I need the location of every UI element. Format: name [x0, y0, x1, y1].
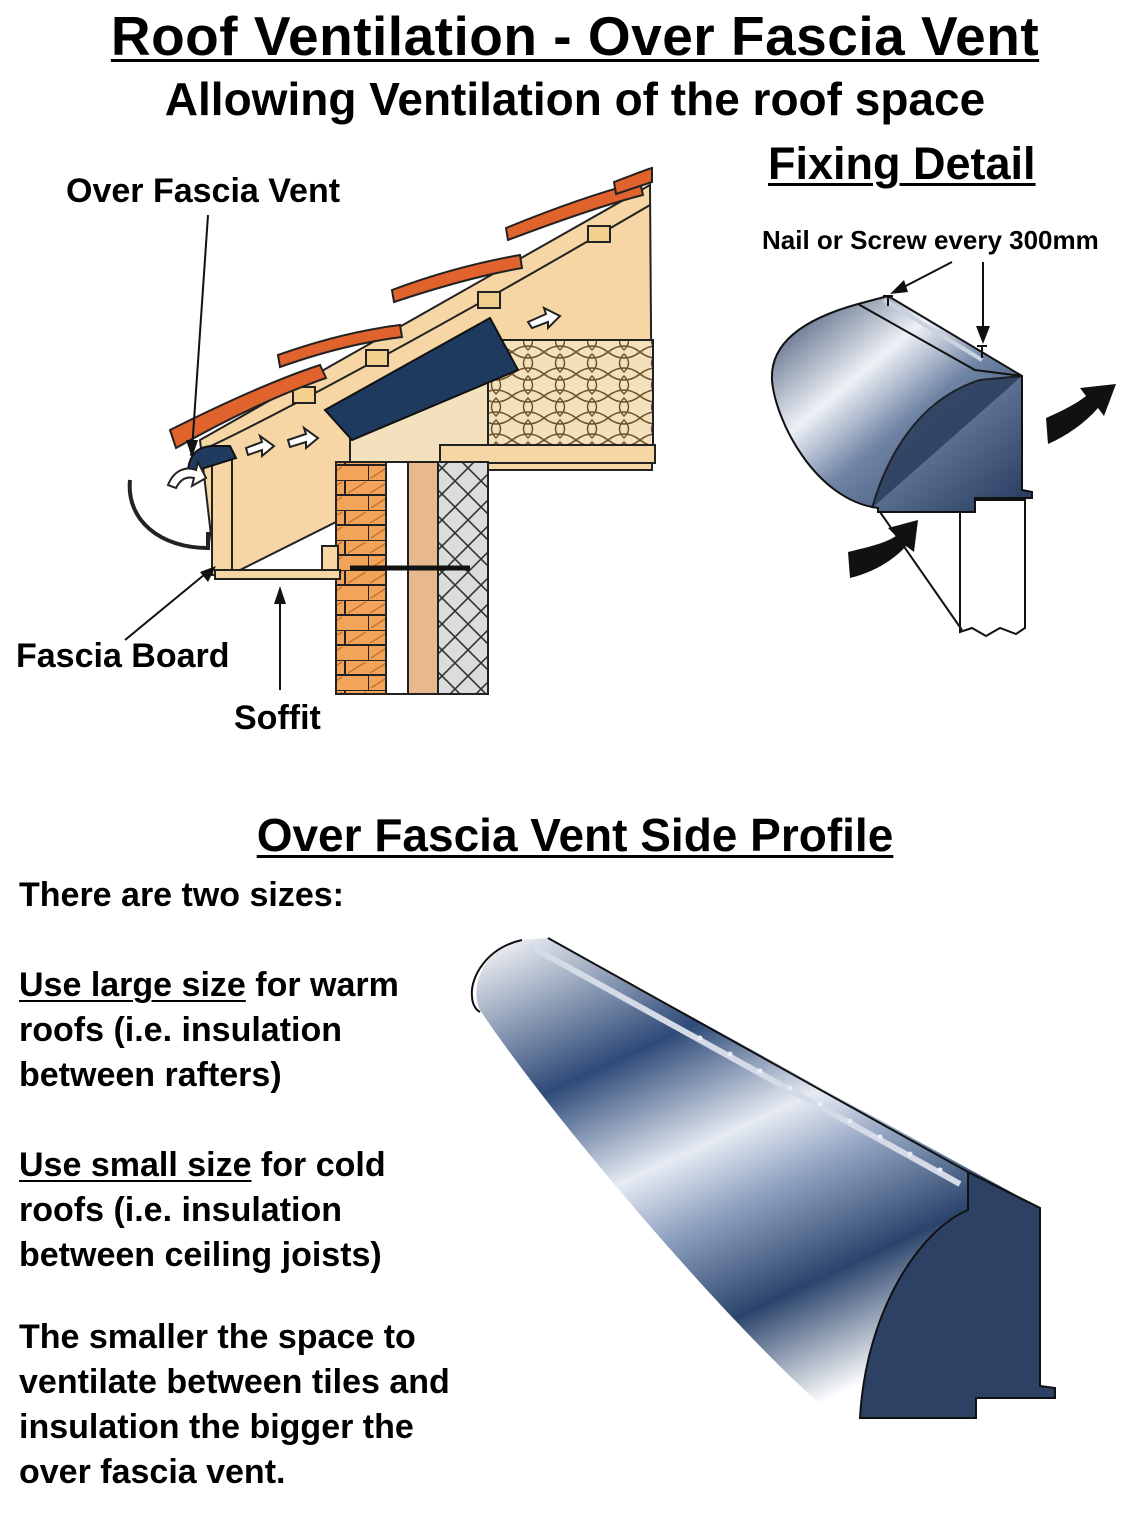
nail-icon [883, 295, 987, 358]
airflow-arrow-icon [166, 306, 562, 490]
side-profile-heading: Over Fascia Vent Side Profile [256, 809, 894, 861]
small-size-text: Use small size for cold roofs (i.e. insu… [19, 1143, 386, 1278]
label-nail-or-screw: Nail or Screw every 300mm [762, 225, 1099, 255]
sizing-note-line: The smaller the space to [19, 1318, 416, 1356]
large-size-rest: for warm [245, 966, 399, 1004]
fascia-leader [124, 569, 211, 641]
inner-leaf [407, 461, 439, 695]
small-size-lead: Use small size [19, 1146, 252, 1184]
small-size-line: between ceiling joists) [19, 1236, 382, 1274]
gutter [127, 479, 210, 551]
eaves-vent-tray [323, 316, 520, 442]
airflow-arrow-icon [1046, 384, 1116, 444]
large-size-line: roofs (i.e. insulation [19, 1011, 343, 1049]
vent-perforations [697, 1035, 943, 1173]
vent-leader [191, 214, 209, 451]
fixing-detail-diagram [770, 261, 1116, 638]
sizing-note-line: over fascia vent. [19, 1453, 286, 1491]
sizing-note-line: ventilate between tiles and [19, 1363, 450, 1401]
sizing-note-line: insulation the bigger the [19, 1408, 414, 1446]
block-wall [437, 461, 489, 695]
small-size-line: roofs (i.e. insulation [19, 1191, 343, 1229]
fascia-timber [959, 499, 1026, 638]
page-title: Roof Ventilation - Over Fascia Vent [110, 5, 1040, 67]
fixing-detail-heading: Fixing Detail [768, 138, 1036, 189]
ceiling-joist [439, 444, 656, 464]
roof-section-diagram [124, 166, 656, 695]
label-fascia-board: Fascia Board [16, 637, 230, 675]
small-size-rest: for cold [251, 1146, 386, 1184]
large-size-text: Use large size for warm roofs (i.e. insu… [19, 963, 399, 1098]
loft-insulation [487, 339, 654, 446]
large-size-lead: Use large size [19, 966, 246, 1004]
sizes-intro: There are two sizes: [19, 876, 345, 914]
label-over-fascia-vent: Over Fascia Vent [66, 172, 341, 210]
label-soffit: Soffit [234, 699, 321, 737]
vent-end-profile [858, 1170, 1056, 1419]
soffit-board [214, 569, 341, 580]
page-subtitle: Allowing Ventilation of the roof space [164, 73, 986, 125]
sizing-note: The smaller the space to ventilate betwe… [19, 1315, 450, 1495]
large-size-line: between rafters) [19, 1056, 282, 1094]
brick-wall [335, 461, 387, 695]
airflow-arrow-icon [848, 520, 918, 578]
